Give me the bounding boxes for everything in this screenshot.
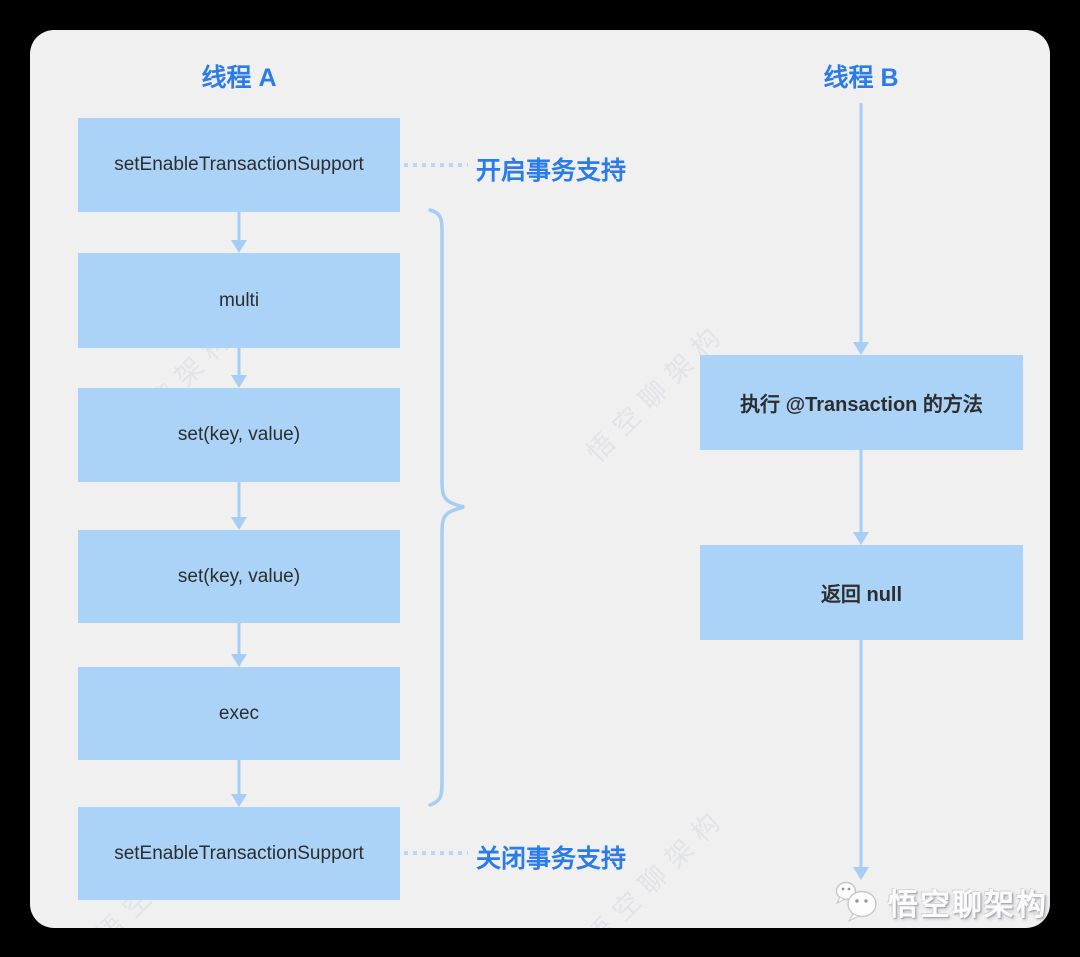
brand-watermark: 悟空聊架构 — [834, 880, 1048, 924]
flow-box-set-key-value-1: set(key, value) — [78, 388, 400, 482]
flow-box-set-enable-transaction-support-bottom: setEnableTransactionSupport — [78, 807, 400, 900]
wechat-icon — [835, 881, 877, 923]
annotation-open-transaction: 开启事务支持 — [476, 157, 627, 185]
flow-box-exec: exec — [78, 667, 400, 760]
flow-box-execute-transaction-method: 执行 @Transaction 的方法 — [700, 355, 1023, 450]
brand-watermark-text: 悟空聊架构 — [888, 889, 1048, 922]
curly-brace — [428, 208, 465, 807]
dotted-connector-open — [404, 163, 468, 167]
arrow-down-icon — [853, 103, 869, 355]
flow-box-return-null: 返回 null — [700, 545, 1023, 640]
arrow-down-icon — [231, 623, 247, 667]
arrow-down-icon — [231, 348, 247, 388]
diagram-card: 悟空聊架构 悟空聊架构 悟空聊架构 悟空聊架构 线程 A 线程 B setEna… — [30, 30, 1050, 928]
flow-box-set-enable-transaction-support-top: setEnableTransactionSupport — [78, 118, 400, 212]
annotation-close-transaction: 关闭事务支持 — [476, 845, 627, 873]
flowchart-layer: 线程 A 线程 B setEnableTransactionSupport mu… — [30, 30, 1050, 928]
arrow-down-icon — [853, 640, 869, 880]
flow-box-multi: multi — [78, 253, 400, 348]
arrow-down-icon — [231, 482, 247, 530]
arrow-down-icon — [231, 212, 247, 253]
arrow-down-icon — [231, 760, 247, 807]
flow-box-set-key-value-2: set(key, value) — [78, 530, 400, 623]
thread-b-title: 线程 B — [823, 64, 899, 92]
dotted-connector-close — [404, 851, 468, 855]
arrow-down-icon — [853, 450, 869, 545]
thread-a-title: 线程 A — [201, 64, 277, 92]
